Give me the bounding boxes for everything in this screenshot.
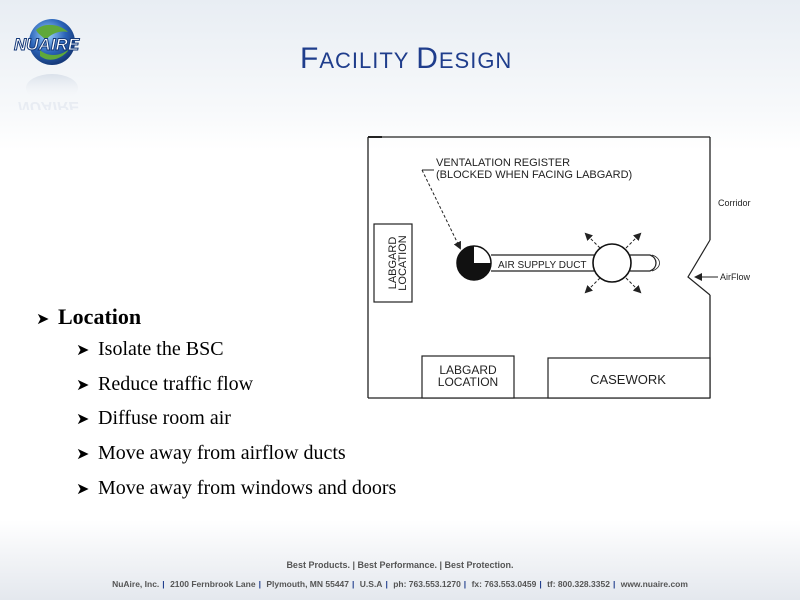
ventilation-register-label-1: VENTALATION REGISTER <box>436 157 570 169</box>
arrow-bullet-icon: ➤ <box>76 444 90 463</box>
ventilation-register <box>456 245 492 281</box>
air-supply-duct <box>491 254 660 272</box>
list-item: ➤Move away from windows and doors <box>76 477 397 499</box>
air-supply-duct-label: AIR SUPPLY DUCT <box>498 260 587 271</box>
svg-text:NUAIRE: NUAIRE <box>14 35 80 54</box>
facility-layout-diagram: LABGARD LOCATION VENTALATION REGISTER (B… <box>360 130 760 405</box>
page-title: FACILITY DESIGN <box>300 42 513 75</box>
footer-contact: NuAire, Inc.| 2100 Fernbrook Lane| Plymo… <box>112 579 688 589</box>
list-item: ➤Diffuse room air <box>76 407 231 429</box>
labgard-location-bottom <box>421 355 515 399</box>
svg-text:LOCATION: LOCATION <box>438 375 498 389</box>
corridor-label: Corridor <box>718 198 751 208</box>
airflow-label: AirFlow <box>720 272 751 282</box>
list-item: ➤Move away from airflow ducts <box>76 442 346 464</box>
nuaire-logo: NUAIRE NUAIRE <box>10 10 100 115</box>
casework <box>547 357 711 399</box>
ventilation-register-label-2: (BLOCKED WHEN FACING LABGARD) <box>436 169 632 181</box>
arrow-bullet-icon: ➤ <box>36 309 50 328</box>
labgard-side-label-2: LOCATION <box>397 235 409 290</box>
room-outline <box>367 136 711 399</box>
arrow-bullet-icon: ➤ <box>76 409 90 428</box>
arrow-bullet-icon: ➤ <box>76 340 90 359</box>
bullet-location: ➤Location <box>36 304 142 329</box>
list-item: ➤Reduce traffic flow <box>76 373 254 395</box>
list-item: ➤Isolate the BSC <box>76 338 224 360</box>
air-diffuser <box>592 243 632 283</box>
labgard-location-side <box>373 223 413 303</box>
register-pointer-arrow <box>421 169 461 250</box>
arrow-bullet-icon: ➤ <box>76 479 90 498</box>
arrow-bullet-icon: ➤ <box>76 375 90 394</box>
diffusion-arrows <box>584 232 642 294</box>
svg-text:NUAIRE: NUAIRE <box>18 98 81 110</box>
svg-text:CASEWORK: CASEWORK <box>590 372 666 387</box>
labgard-side-label-1: LABGARD <box>387 237 399 290</box>
footer-tagline: Best Products. | Best Performance. | Bes… <box>286 560 514 570</box>
svg-text:LABGARD: LABGARD <box>439 363 497 377</box>
